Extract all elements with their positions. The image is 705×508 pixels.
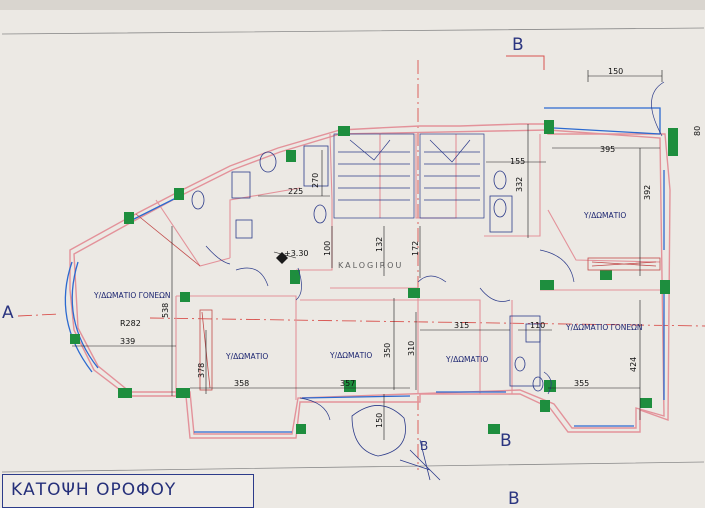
- dim-378: 378: [197, 363, 206, 378]
- section-marker-b-top: [506, 55, 545, 70]
- level-marker: [276, 252, 288, 264]
- dim-150-top: 150: [608, 67, 623, 76]
- room-label-bedroom-1: Υ/ΔΩΜΑΤΙΟ: [225, 352, 268, 361]
- balcony-arc: [351, 405, 441, 481]
- room-label-bedroom-3: Υ/ΔΩΜΑΤΙΟ: [445, 355, 488, 364]
- room-label-bedroom-4: Υ/ΔΩΜΑΤΙΟ: [583, 211, 626, 220]
- title-block: ΚΑΤΟΨΗ ΟΡΟΦΟΥ: [2, 474, 254, 508]
- dim-395: 395: [600, 145, 615, 154]
- dim-424: 424: [629, 357, 638, 372]
- watermark-text: KALOGIROU: [338, 261, 403, 270]
- dim-332: 332: [515, 177, 524, 192]
- level-label: +3.30: [284, 249, 309, 258]
- drawing-title: ΚΑΤΟΨΗ ΟΡΟΦΟΥ: [11, 480, 177, 500]
- dim-150-balcony: 150: [375, 413, 384, 428]
- staircase: [333, 133, 485, 219]
- room-label-parents-right: Υ/ΔΩΜΑΤΙΟ ΓΟΝΕΩΝ: [565, 323, 642, 332]
- dim-80: 80: [693, 126, 702, 136]
- dim-132: 132: [375, 237, 384, 252]
- section-label-b-mid: B: [420, 439, 428, 453]
- dimension-lines: [72, 70, 663, 440]
- dim-310: 310: [407, 341, 416, 356]
- section-label-a: A: [2, 303, 14, 323]
- paper-shadow-top: [0, 0, 705, 10]
- dim-392: 392: [643, 185, 652, 200]
- dim-357: 357: [340, 379, 355, 388]
- sanitary-fittings: [191, 145, 544, 392]
- dim-358: 358: [234, 379, 249, 388]
- room-label-bedroom-2: Υ/ΔΩΜΑΤΙΟ: [329, 351, 372, 360]
- dim-100: 100: [323, 241, 332, 256]
- dim-355: 355: [574, 379, 589, 388]
- door-swings: [205, 81, 665, 421]
- section-label-b-bottom: B: [508, 489, 520, 508]
- dim-538: 538: [161, 303, 170, 318]
- radius-label: R282: [120, 319, 141, 328]
- section-label-b-lower: B: [500, 431, 512, 451]
- dim-350: 350: [383, 343, 392, 358]
- section-line-a: [17, 313, 705, 327]
- columns: [70, 120, 678, 434]
- dim-315: 315: [454, 321, 469, 330]
- dim-110: 110: [530, 321, 545, 330]
- dim-225: 225: [288, 187, 303, 196]
- glazing: [64, 107, 665, 433]
- paper-border: [1, 27, 705, 473]
- dim-172: 172: [411, 241, 420, 256]
- dim-270: 270: [311, 173, 320, 188]
- section-label-b-top: B: [512, 35, 524, 55]
- room-label-parents-left: Υ/ΔΩΜΑΤΙΟ ΓΟΝΕΩΝ: [93, 291, 170, 300]
- dim-155: 155: [510, 157, 525, 166]
- dim-339: 339: [120, 337, 135, 346]
